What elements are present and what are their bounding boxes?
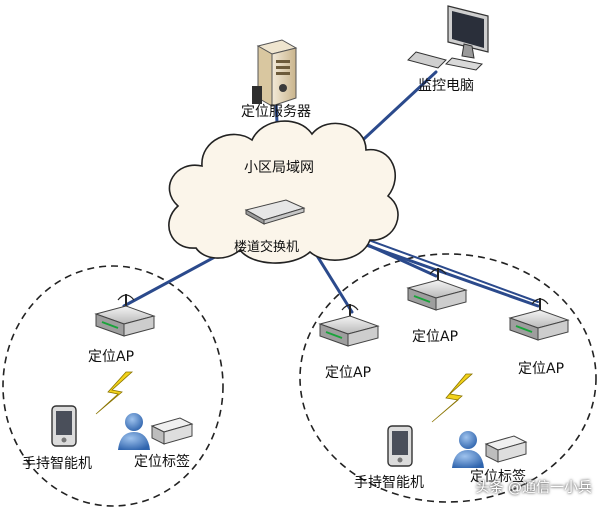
- tag-label-left: 定位标签: [134, 454, 190, 470]
- phone-icon-right: [387, 425, 413, 467]
- ap-label-right: 定位AP: [518, 361, 565, 377]
- right-zone-boundary: [299, 253, 597, 503]
- switch-label: 楼道交换机: [234, 240, 300, 255]
- left-zone-boundary: [2, 265, 224, 507]
- ap-label-mid: 定位AP: [325, 365, 372, 381]
- link-switch-ap-right-2: [354, 234, 539, 303]
- link-monitor-cloud: [350, 70, 438, 152]
- ap-icon-mid: [318, 304, 380, 347]
- person-tag-icon-right: [452, 431, 528, 468]
- phone-icon-left: [51, 405, 77, 447]
- switch-icon: [244, 199, 306, 225]
- ap-label-left: 定位AP: [88, 349, 135, 365]
- monitor-label: 监控电脑: [418, 78, 474, 94]
- lan-cloud: [168, 120, 399, 264]
- phone-label-right: 手持智能机: [354, 475, 424, 491]
- lan-label: 小区局域网: [244, 160, 314, 176]
- lightning-icon-right: [431, 373, 474, 423]
- ap-icon-left: [94, 294, 156, 337]
- phone-label-left: 手持智能机: [22, 456, 92, 472]
- ap-label-top: 定位AP: [412, 329, 459, 345]
- watermark: 头条 @通信一小兵: [475, 480, 592, 496]
- server-label: 定位服务器: [241, 104, 311, 120]
- server-icon: [252, 39, 298, 107]
- monitor-icon: [407, 5, 489, 71]
- ap-icon-top: [406, 268, 468, 311]
- tag-label-right: 定位标签: [470, 469, 526, 485]
- ap-icon-right: [508, 298, 570, 341]
- lightning-icon-left: [95, 371, 134, 415]
- person-tag-icon-left: [118, 413, 194, 450]
